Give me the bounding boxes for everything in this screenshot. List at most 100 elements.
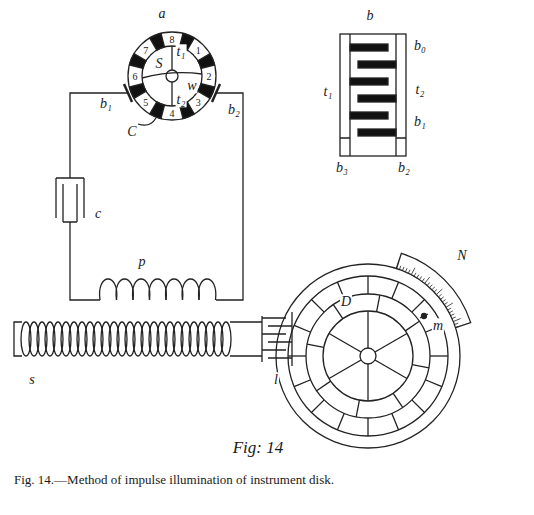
scale-tick (448, 308, 451, 310)
part-label: t₂ (176, 92, 187, 107)
part-label: c (94, 206, 102, 221)
part-label: b₂ (227, 102, 241, 117)
disk-spoke (329, 360, 361, 379)
part-label: t₁ (323, 84, 334, 99)
part-label: b (366, 8, 375, 23)
line-art (14, 32, 471, 448)
part-label: s (28, 372, 35, 387)
part-label: t₂ (415, 82, 426, 97)
scale-tick (408, 270, 410, 274)
disk-division (412, 400, 425, 413)
primary-coil (199, 279, 216, 300)
arm-w (142, 73, 202, 78)
segment-number: 8 (169, 34, 176, 45)
disk-hub (360, 348, 376, 364)
disk-division (430, 355, 448, 356)
disk-spoke (375, 334, 407, 353)
disk-division (307, 344, 324, 347)
segment-number: 7 (142, 44, 149, 55)
part-label: l (273, 372, 279, 387)
scale-tick (402, 267, 403, 271)
part-label: p (138, 254, 147, 269)
scale-tick (399, 266, 400, 270)
segment-number: 1 (195, 44, 202, 55)
commutator-segment (150, 33, 165, 50)
leader-C (138, 118, 156, 125)
mark-m (422, 314, 427, 319)
segment-strip (350, 34, 396, 156)
contact-bar (358, 95, 396, 102)
disk-division (377, 295, 380, 312)
commutator-rim (128, 32, 216, 120)
scale-tick (440, 297, 443, 299)
disk-division (356, 400, 359, 417)
part-label: m (432, 318, 444, 333)
disk-spoke (375, 360, 407, 379)
segment-strip (340, 137, 406, 138)
disk-division (392, 282, 399, 299)
primary-coil (149, 279, 166, 300)
primary-coil (182, 279, 199, 300)
disk-spoke (367, 311, 368, 348)
disk-division (337, 413, 344, 430)
disk-division (317, 381, 331, 391)
commutator-segment (129, 54, 146, 69)
scale-tick (419, 276, 421, 279)
segment-strip (340, 34, 406, 156)
part-label: t₁ (176, 44, 187, 59)
contact-bar (358, 61, 396, 68)
contact-bar (350, 44, 388, 51)
contact-bar (350, 78, 388, 85)
scale-tick (434, 289, 437, 292)
disk-division (311, 400, 324, 413)
condenser-plate (63, 184, 77, 228)
secondary-coil (221, 322, 231, 356)
part-label: D (340, 294, 352, 309)
part-label: b₂ (397, 160, 411, 175)
scale-tick (436, 289, 442, 294)
part-label: b₁ (413, 114, 427, 129)
scale-plate (396, 253, 470, 327)
scale-tick (451, 314, 455, 316)
disk-division (393, 393, 403, 407)
disk-division (392, 413, 399, 430)
scale-tick (455, 326, 459, 327)
arms-t (171, 46, 172, 106)
instrument-disk (276, 264, 460, 448)
disk-division (367, 276, 368, 294)
disk-spoke (329, 334, 361, 353)
segment-number: 2 (206, 71, 213, 82)
scale-tick (453, 319, 460, 322)
part-label: b₁ (99, 96, 113, 111)
scale-tick (446, 303, 453, 307)
disk-division (412, 299, 425, 312)
primary-coil (116, 279, 133, 300)
leader-m (420, 314, 428, 318)
wire (70, 228, 100, 300)
disk-division (288, 355, 306, 356)
scale-tick (414, 273, 416, 276)
scale-tick (438, 294, 441, 297)
segment-number: 5 (142, 97, 149, 108)
primary-coil (133, 279, 150, 300)
wire (216, 93, 243, 300)
scale-tick (432, 287, 435, 290)
scale-tick (425, 277, 430, 283)
part-label: a (158, 6, 167, 21)
disk-division (425, 380, 442, 387)
segment-number: 3 (195, 97, 202, 108)
disk-division (294, 325, 311, 332)
shaft (166, 70, 178, 82)
primary-coil (166, 279, 183, 300)
part-label: S (155, 56, 164, 71)
scale-tick (449, 311, 453, 313)
disk-ring (306, 294, 430, 418)
scale-tick (427, 282, 430, 285)
disk-division (405, 321, 419, 331)
scale-tick (442, 300, 445, 302)
disk-division (311, 299, 324, 312)
figure-number: Fig: 14 (232, 439, 285, 458)
scale-tick (430, 285, 433, 288)
condenser-plate (56, 172, 84, 218)
